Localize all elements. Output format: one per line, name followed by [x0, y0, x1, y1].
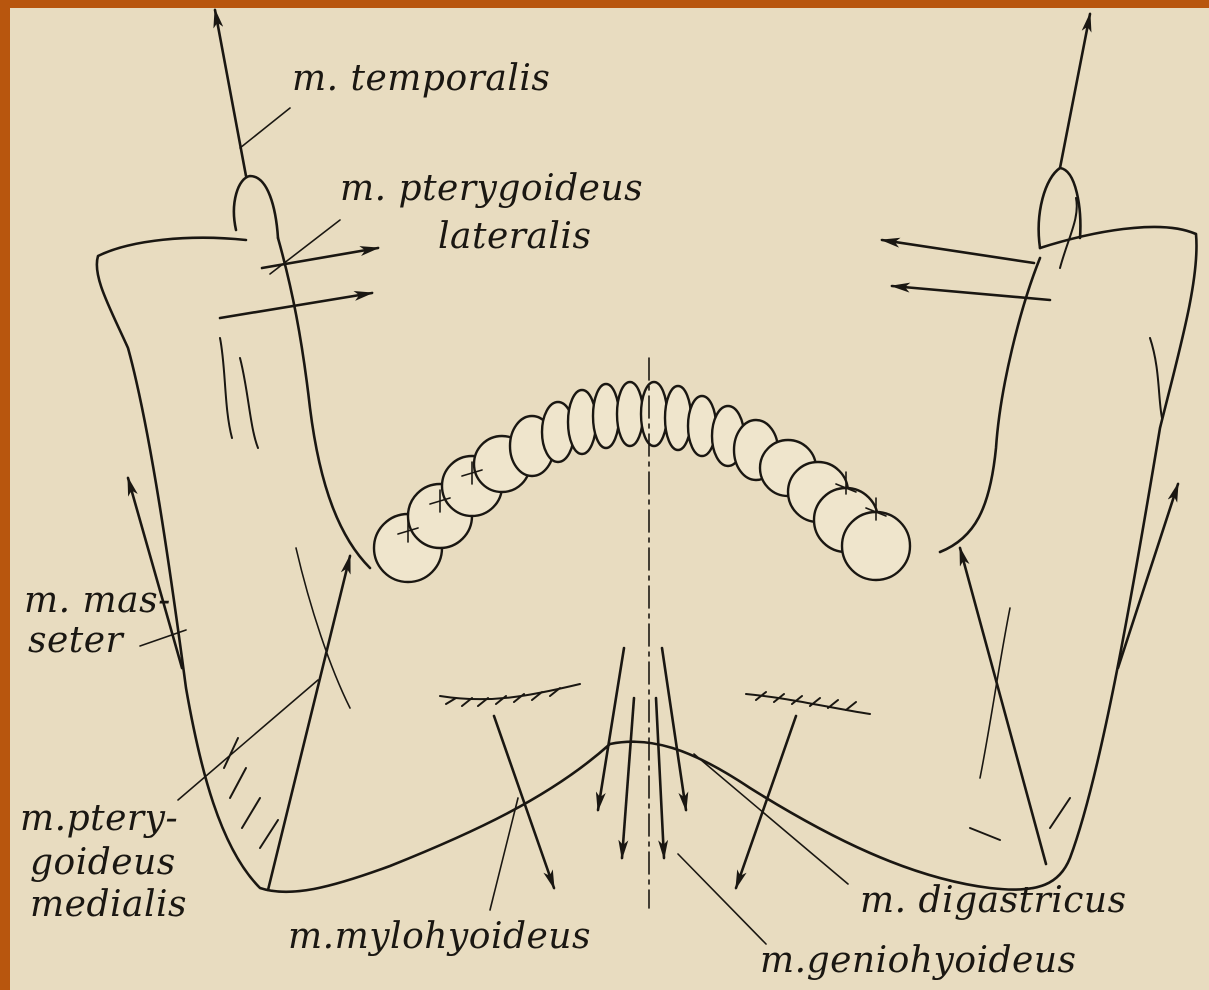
label-masseter-line1: m. mas- — [24, 582, 171, 620]
dental-arch — [374, 382, 910, 582]
muscle-arrows — [128, 10, 1178, 890]
label-pterygoideus-lateralis-line1: m. pterygoideus — [340, 170, 643, 208]
label-geniohyoideus: m.geniohyoideus — [760, 942, 1077, 980]
label-masseter-line2: seter — [28, 622, 123, 660]
label-mylohyoideus: m.mylohyoideus — [288, 918, 591, 956]
mandible-outline — [97, 168, 1197, 892]
label-pterygoideus-lateralis-line2: lateralis — [438, 218, 591, 256]
mandible-muscle-diagram — [10, 8, 1209, 990]
label-pterygoideus-medialis-line1: m.ptery- — [20, 800, 178, 838]
label-temporalis: m. temporalis — [292, 60, 550, 98]
label-pterygoideus-medialis-line2: goideus — [30, 844, 176, 882]
diagram-frame: m. temporalis m. pterygoideus lateralis … — [10, 8, 1209, 990]
label-pterygoideus-medialis-line3: medialis — [30, 886, 187, 924]
label-digastricus: m. digastricus — [860, 882, 1127, 920]
